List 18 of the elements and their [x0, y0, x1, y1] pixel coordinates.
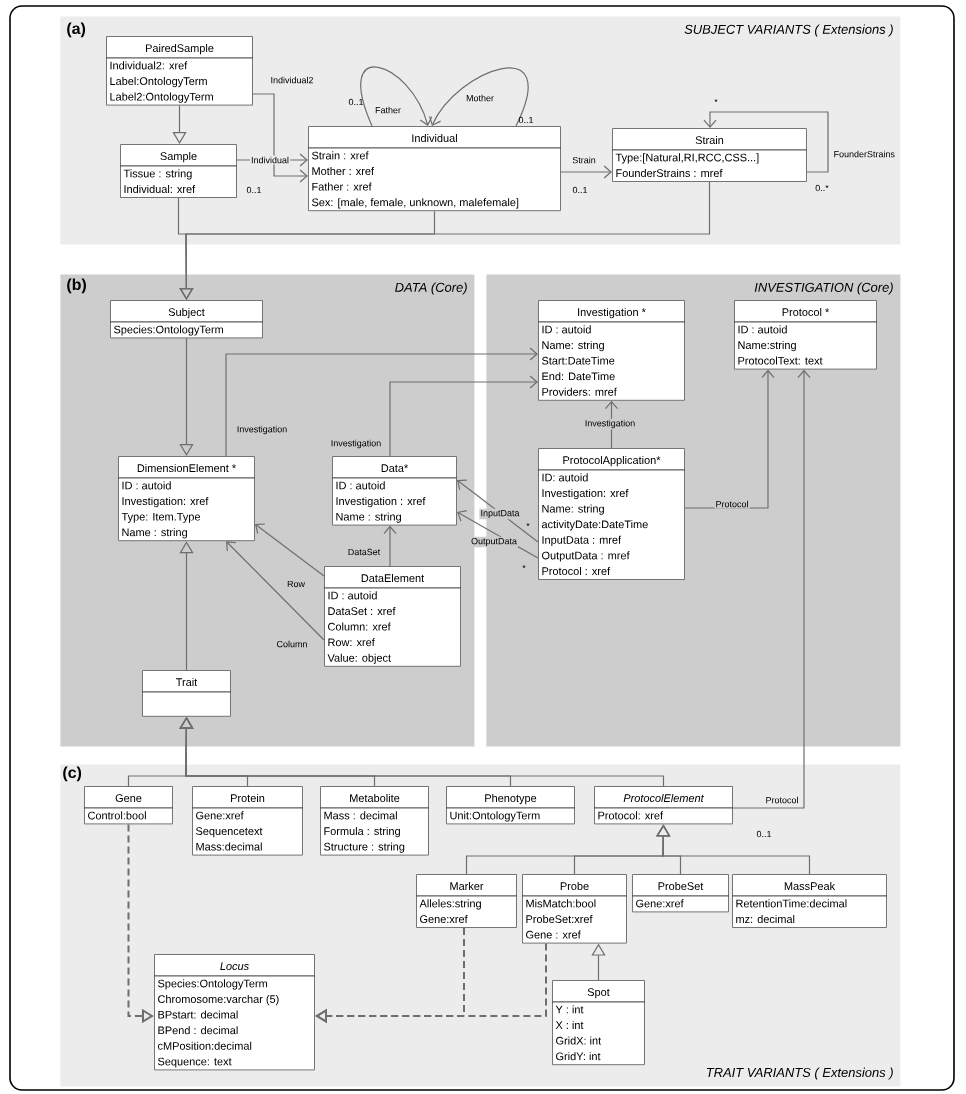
loop-arrow [703, 111, 829, 173]
association-arrow [604, 400, 619, 449]
loop-arrow [429, 67, 529, 127]
association-arrow [226, 541, 325, 641]
association-arrow [383, 525, 397, 567]
generalization-arrow [179, 181, 711, 300]
generalization-arrow [179, 337, 194, 456]
association-arrow [252, 93, 308, 183]
association-arrow [225, 347, 538, 457]
association-arrow [732, 369, 811, 809]
generalization-arrow [179, 541, 194, 671]
association-arrow [255, 523, 325, 577]
association-arrow [560, 165, 612, 179]
generalization-arrow [172, 105, 187, 144]
loop-arrow [360, 66, 433, 127]
association-arrow [684, 369, 775, 509]
association-arrow [389, 375, 538, 457]
association-arrow [457, 479, 539, 543]
